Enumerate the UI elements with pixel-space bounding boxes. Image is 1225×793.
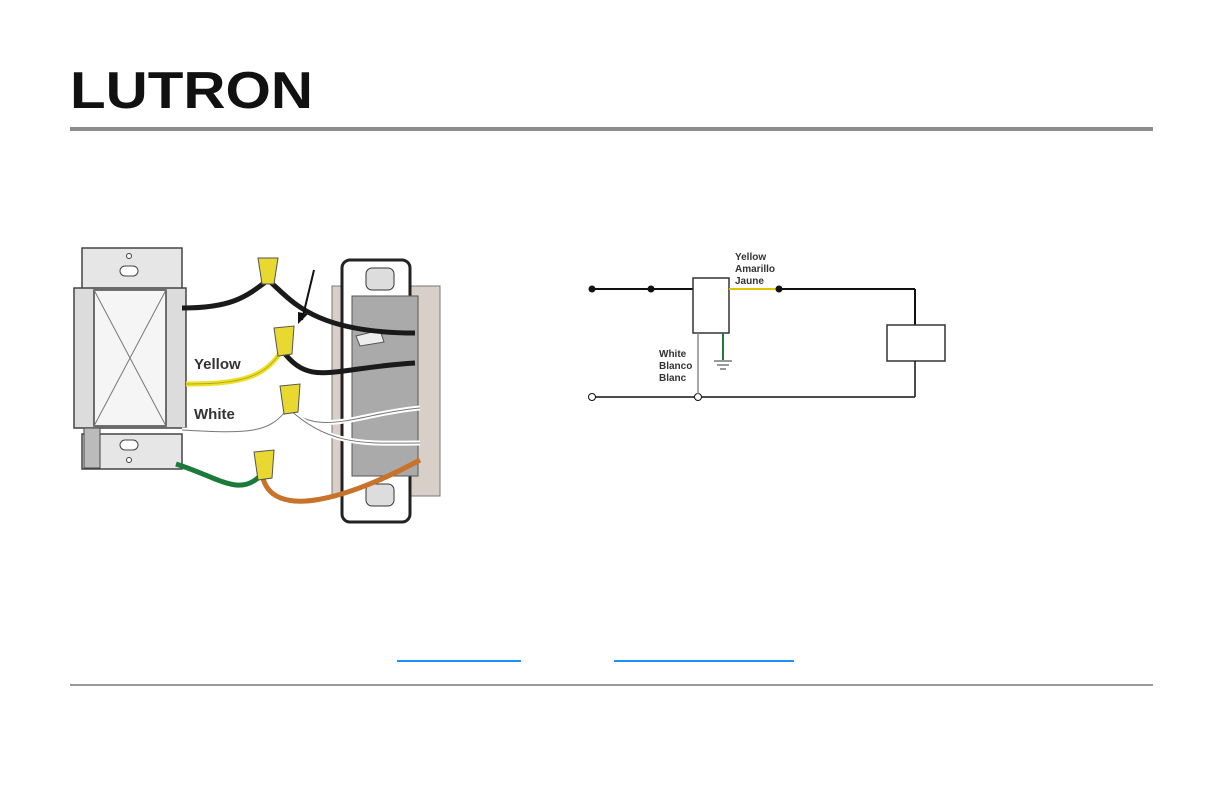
yellow-wire-label: Yellow bbox=[194, 356, 241, 373]
yellow-label-en: Yellow bbox=[735, 252, 766, 263]
yellow-label-es: Amarillo bbox=[735, 264, 775, 275]
link-underline-2[interactable] bbox=[614, 660, 794, 662]
wire-nut-white bbox=[279, 383, 301, 415]
white-label-fr: Blanc bbox=[659, 373, 687, 384]
white-label-en: White bbox=[659, 349, 687, 360]
wire-nut-yellow bbox=[273, 325, 295, 357]
wire-nut-black bbox=[257, 257, 279, 285]
line-neutral-terminal bbox=[588, 393, 596, 401]
wiring-illustration: Yellow White bbox=[73, 247, 441, 524]
load-symbol bbox=[886, 324, 946, 362]
lutron-logo: LUTRON bbox=[70, 68, 313, 112]
yellow-label-fr: Jaune bbox=[735, 276, 764, 287]
logo-text: LUTRON bbox=[70, 68, 313, 112]
footer-divider bbox=[70, 684, 1153, 686]
dimmer-symbol bbox=[692, 277, 730, 334]
white-wire-label: White bbox=[194, 406, 235, 423]
link-underline-1[interactable] bbox=[397, 660, 521, 662]
dimmer-device bbox=[73, 247, 187, 470]
line-hot-terminal bbox=[588, 285, 596, 293]
wiring-schematic: Yellow Amarillo Jaune White Blanco Blanc bbox=[588, 252, 946, 401]
wall-box bbox=[331, 258, 441, 524]
white-label-es: Blanco bbox=[659, 361, 692, 372]
header-divider bbox=[70, 127, 1153, 131]
wire-nut-ground bbox=[253, 449, 275, 481]
